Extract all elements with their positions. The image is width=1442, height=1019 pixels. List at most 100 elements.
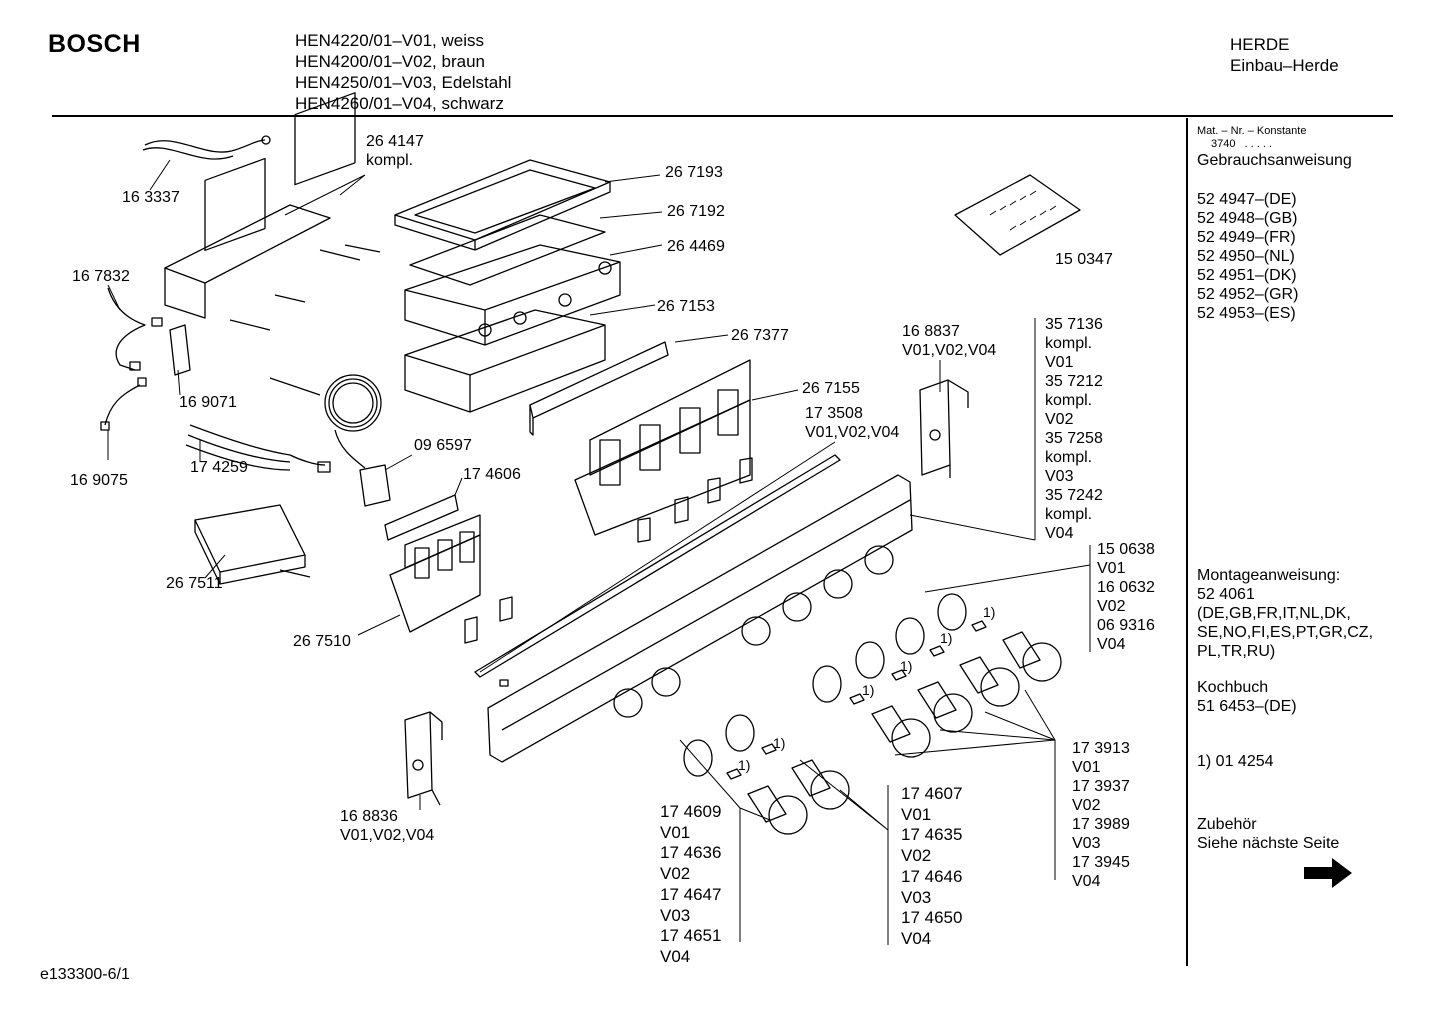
part-number: 17 3937	[1072, 778, 1130, 795]
part-variant: V02	[1097, 598, 1126, 615]
part-variant: V01	[660, 822, 691, 842]
part-number: 17 3945	[1072, 854, 1130, 871]
model-line: HEN4220/01–V01, weiss	[295, 31, 485, 50]
sensor-lead	[334, 429, 366, 469]
part-label: 16 3337	[122, 189, 180, 206]
screw-row	[989, 190, 1057, 231]
part-label: 26 7155	[802, 380, 860, 397]
part-label: 26 7511	[166, 575, 223, 592]
gebrauch-item: 52 4947–(DE)	[1197, 191, 1297, 208]
part-number: 35 7212	[1045, 373, 1103, 390]
model-list: HEN4220/01–V01, weiss HEN4200/01–V02, br…	[295, 30, 511, 114]
control-knob	[747, 785, 808, 835]
konstante-value: 3740	[1211, 138, 1236, 150]
part-label: 15 0347	[1055, 251, 1113, 268]
part-label: 16 9071	[179, 394, 237, 411]
brand-logo: BOSCH	[48, 30, 141, 58]
burner-tray	[404, 309, 606, 376]
model-line: HEN4250/01–V03, Edelstahl	[295, 73, 512, 92]
cable-connector	[261, 135, 271, 145]
clip	[464, 596, 513, 644]
part-label: 26 7377	[731, 327, 789, 344]
montage-langs: (DE,GB,FR,IT,NL,DK,	[1197, 605, 1351, 622]
zubehoer-text: Siehe nächste Seite	[1197, 835, 1340, 852]
cable-part	[185, 444, 291, 471]
connector	[151, 317, 163, 327]
part-number: 16 8837	[902, 323, 960, 340]
connector	[129, 361, 141, 371]
product-category: HERDE Einbau–Herde	[1230, 34, 1339, 76]
part-note: kompl.	[366, 152, 414, 169]
part-variant: V01,V02,V04	[340, 827, 435, 844]
part-number: 35 7258	[1045, 430, 1103, 447]
kochbuch-block: Kochbuch 51 6453–(DE)	[1197, 678, 1297, 716]
part-number: 16 8836	[340, 808, 398, 825]
part-variant: V03	[1045, 468, 1074, 485]
gebrauch-item: 52 4950–(NL)	[1197, 248, 1295, 265]
clip	[726, 620, 987, 780]
switch-housing	[589, 359, 751, 476]
part-label: 26 7153	[657, 298, 715, 315]
part-label: 17 4606	[463, 466, 521, 483]
montage-block: Montageanweisung: 52 4061 (DE,GB,FR,IT,N…	[1197, 566, 1373, 661]
gebrauch-item: 52 4952–(GR)	[1197, 286, 1299, 303]
part-number: 17 3508	[805, 405, 863, 422]
part-number: 17 4609	[660, 802, 722, 821]
part-number: 17 4647	[660, 884, 722, 904]
mounting-bracket	[404, 711, 433, 799]
control-panel	[501, 499, 911, 731]
knob-opening	[613, 688, 643, 718]
knob-ring	[937, 593, 967, 631]
footnote-marker: 1)	[738, 757, 751, 773]
part-variant: V03	[1072, 835, 1101, 852]
connector	[137, 377, 147, 387]
montage-langs: SE,NO,FI,ES,PT,GR,CZ,	[1197, 624, 1374, 641]
switch-slot	[717, 389, 739, 436]
konstante-label: Mat. – Nr. – Konstante	[1197, 125, 1307, 137]
right-arrow-icon[interactable]	[1304, 858, 1352, 888]
kochbuch-title: Kochbuch	[1197, 679, 1269, 696]
footnote-note: 1) 01 4254	[1197, 753, 1274, 770]
footnote-marker: 1)	[940, 630, 953, 646]
part-variant: V01	[1072, 759, 1101, 776]
konstante-value-row: 3740 . . . . .	[1197, 138, 1352, 151]
cable-part	[144, 139, 266, 153]
switch-slot	[639, 424, 661, 471]
konstante-dots: . . . . .	[1244, 138, 1273, 150]
part-label: 16 7832	[72, 268, 130, 285]
part-variant: V01,V02,V04	[902, 342, 997, 359]
part-note: kompl.	[1045, 392, 1093, 409]
switch-rod	[229, 244, 381, 331]
switch-housing	[389, 534, 481, 633]
model-line: HEN4260/01–V04, schwarz	[295, 94, 504, 113]
part-label: 26 4147 kompl.	[366, 132, 424, 170]
montage-number: 52 4061	[1197, 586, 1255, 603]
gebrauch-title: Gebrauchsanweisung	[1197, 152, 1352, 169]
part-label: 26 7510	[293, 633, 351, 650]
part-label-group: 17 4609 V01 17 4636 V02 17 4647 V03 17 4…	[660, 802, 721, 968]
footnote-marker: 1)	[862, 682, 875, 698]
part-number: 17 3989	[1072, 816, 1130, 833]
part-label: 26 4469	[667, 238, 725, 255]
cable-part	[104, 384, 141, 426]
control-knob	[1002, 631, 1062, 682]
part-label: 17 3508 V01,V02,V04	[805, 404, 899, 442]
part-label-group: 15 0638 V01 16 0632 V02 06 9316 V04	[1097, 540, 1155, 654]
part-variant: V04	[1072, 873, 1101, 890]
knob-ring	[895, 617, 925, 655]
control-knob	[791, 759, 850, 810]
connector-block	[169, 324, 191, 376]
knob-ring	[812, 665, 842, 703]
model-line: HEN4200/01–V02, braun	[295, 52, 485, 71]
montage-title: Montageanweisung:	[1197, 567, 1341, 584]
category-label: HERDE	[1230, 35, 1290, 54]
part-number: 17 4651	[660, 926, 722, 946]
thermostat	[359, 464, 391, 507]
part-number: 17 4635	[901, 825, 963, 845]
gebrauch-list: 52 4947–(DE) 52 4948–(GB) 52 4949–(FR) 5…	[1197, 190, 1298, 323]
switch-block	[204, 157, 266, 252]
part-note: kompl.	[1045, 335, 1093, 352]
knob-ring	[725, 714, 755, 752]
gebrauch-item: 52 4953–(ES)	[1197, 305, 1296, 322]
switch-slot	[414, 547, 430, 579]
